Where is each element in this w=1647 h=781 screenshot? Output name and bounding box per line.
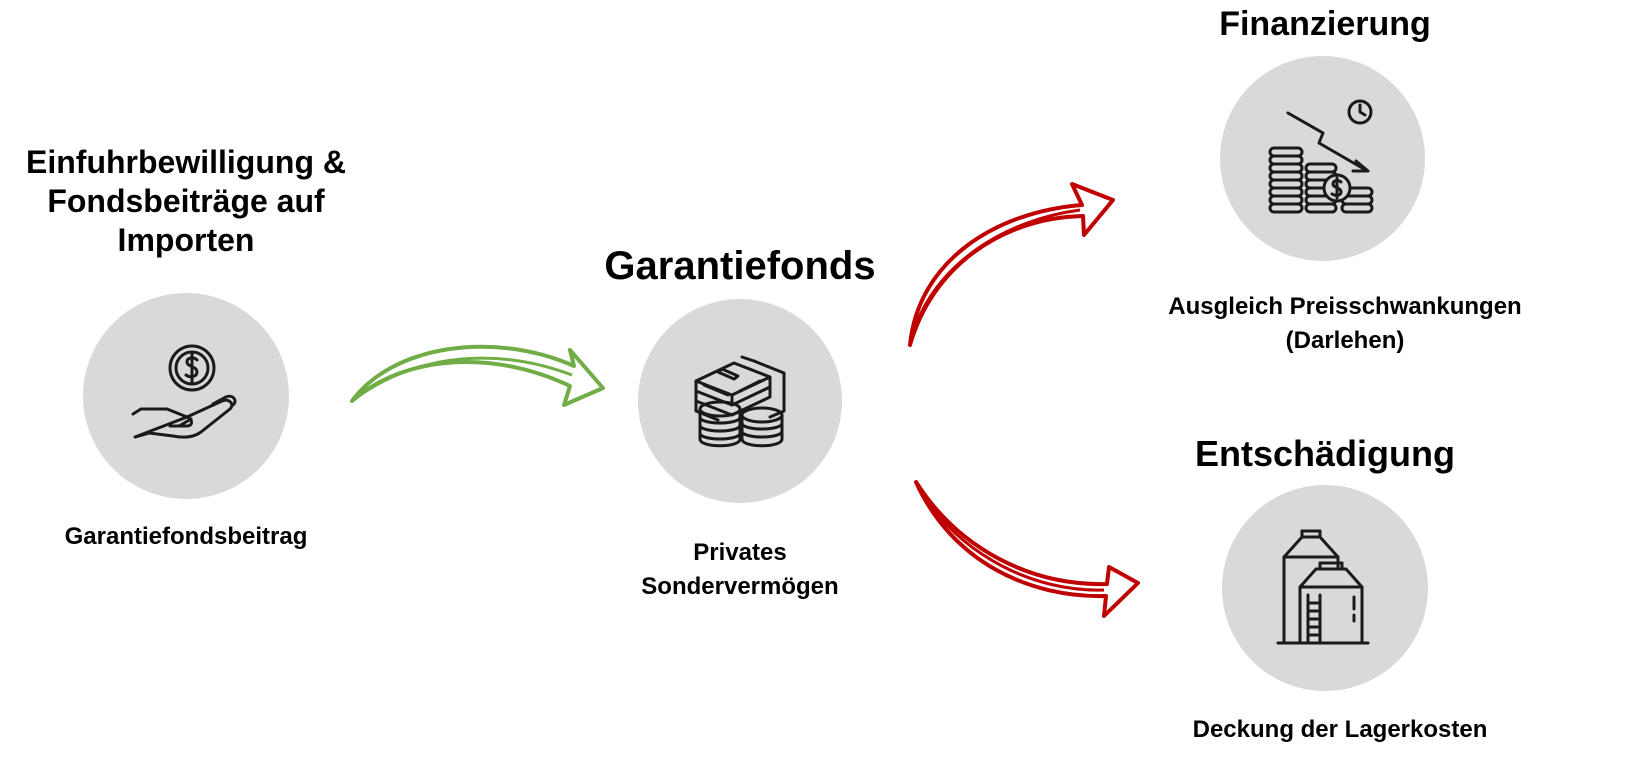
- money-stack-icon: [694, 355, 786, 448]
- financing-label-line: (Darlehen): [1285, 326, 1405, 354]
- green-arrow: [350, 344, 605, 407]
- financing-label: Ausgleich Preisschwankungen (Darlehen): [1125, 290, 1565, 357]
- compensation-title: Entschädigung: [1195, 433, 1455, 474]
- hand-coin-icon: [131, 344, 237, 439]
- red-arrow-up: [908, 182, 1115, 347]
- financing-label-line: Ausgleich Preisschwankungen: [1168, 293, 1522, 320]
- source-title-line: Einfuhrbewilligung &: [26, 144, 346, 180]
- fund-title: Garantiefonds: [604, 244, 876, 288]
- source-title-line: Fondsbeiträge auf: [47, 183, 325, 220]
- fund-label-line: Sondervermögen: [641, 572, 839, 600]
- compensation-circle: [1222, 485, 1428, 691]
- financing-title: Finanzierung: [1219, 5, 1431, 43]
- fund-circle: [638, 299, 842, 503]
- compensation-label: Deckung der Lagerkosten: [1192, 716, 1488, 743]
- source-label: Garantiefondsbeitrag: [64, 523, 308, 550]
- declining-coins-icon: [1268, 99, 1374, 214]
- source-title: Einfuhrbewilligung & Fondsbeiträge auf I…: [0, 143, 372, 260]
- fund-label: Privates Sondervermögen: [590, 536, 890, 603]
- source-title-line: Importen: [117, 222, 255, 259]
- source-circle: [83, 293, 289, 499]
- red-arrow-down: [914, 480, 1140, 618]
- fund-label-line: Privates: [693, 539, 787, 566]
- financing-circle: [1220, 56, 1425, 261]
- grain-silo-icon: [1276, 529, 1370, 645]
